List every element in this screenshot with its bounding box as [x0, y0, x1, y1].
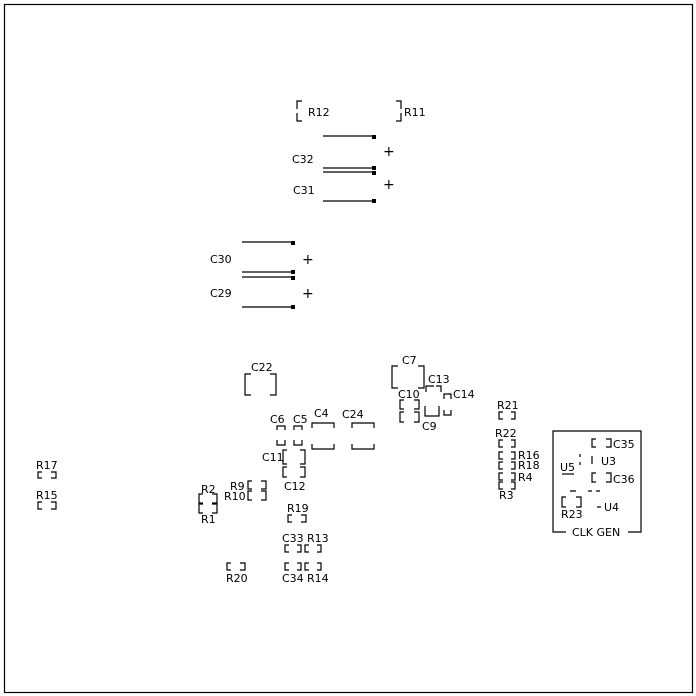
plus-c31: +	[383, 177, 395, 193]
capacitor-c22: C22	[244, 361, 277, 396]
resistor-r20: R20	[226, 562, 248, 585]
label-r19: R19	[287, 502, 309, 515]
capacitor-c34: C34	[282, 562, 304, 585]
resistor-r9: R9	[230, 480, 267, 493]
ic-u3: U3	[579, 454, 616, 468]
label-r1: R1	[201, 513, 216, 526]
capacitor-c10: C10	[398, 388, 420, 410]
label-c33: C33	[282, 532, 304, 545]
label-r22: R22	[495, 427, 517, 440]
label-r10: R10	[224, 490, 246, 503]
capacitor-c33: C33	[282, 532, 304, 553]
label-r14: R14	[307, 572, 329, 585]
ic-u4: U4	[570, 490, 619, 514]
capacitor-c7: C7	[391, 354, 425, 389]
label-c31: C31	[293, 184, 315, 197]
label-c11: C11	[262, 451, 284, 464]
label-r4: R4	[518, 471, 533, 484]
capacitor-c36: C36	[591, 472, 635, 486]
capacitor-c30: C30 +	[210, 241, 314, 274]
capacitor-c24: C24	[342, 408, 375, 450]
label-c30: C30	[210, 253, 232, 266]
label-r3: R3	[499, 489, 514, 502]
label-c5: C5	[293, 413, 308, 426]
label-c9: C9	[422, 420, 437, 433]
capacitor-c13: C13	[425, 373, 450, 392]
capacitor-c12: C12	[282, 466, 306, 493]
board-outline	[3, 3, 694, 694]
capacitor-c35: C35	[591, 438, 635, 451]
label-c7: C7	[402, 354, 417, 367]
resistor-r1: R1	[198, 503, 218, 526]
capacitor-c9: C9	[399, 406, 440, 433]
label-r12: R12	[308, 106, 330, 119]
label-c6: C6	[270, 413, 285, 426]
label-r13: R13	[307, 532, 329, 545]
resistor-r22: R22	[495, 427, 517, 448]
label-c22: C22	[251, 361, 273, 374]
capacitor-c5: C5	[293, 413, 308, 446]
label-r9: R9	[230, 480, 245, 493]
resistor-r21: R21	[497, 399, 519, 420]
label-r16: R16	[518, 449, 540, 462]
label-r20: R20	[226, 572, 248, 585]
label-c12: C12	[284, 480, 306, 493]
label-c13: C13	[428, 373, 450, 386]
label-u5: U5	[560, 461, 575, 474]
label-c14: C14	[453, 388, 475, 401]
resistor-r3: R3	[498, 481, 516, 502]
resistor-r14: R14	[304, 562, 329, 585]
capacitor-c31: C31 +	[293, 171, 395, 203]
resistor-r4: R4	[498, 471, 533, 484]
label-r21: R21	[497, 399, 519, 412]
label-r18: R18	[518, 459, 540, 472]
label-c32: C32	[292, 153, 314, 166]
clk-gen-block: CLK GEN C35 U3 U5 C36 U4 R23	[552, 430, 642, 539]
plus-c30: +	[302, 252, 314, 268]
resistor-r11: R11	[396, 100, 426, 122]
label-c10: C10	[398, 388, 420, 401]
capacitor-c4: C4	[311, 407, 335, 450]
label-c4: C4	[314, 407, 329, 420]
plus-c29: +	[302, 286, 314, 302]
capacitor-c6: C6	[270, 413, 286, 446]
label-r15: R15	[36, 489, 58, 502]
resistor-r2: R2	[198, 483, 218, 504]
resistor-r10: R10	[224, 490, 267, 503]
resistor-r17: R17	[36, 459, 58, 479]
clk-gen-label: CLK GEN	[572, 526, 620, 539]
label-c34: C34	[282, 572, 304, 585]
capacitor-c11: C11	[262, 449, 306, 465]
label-c35: C35	[613, 438, 635, 451]
resistor-r18: R18	[498, 459, 540, 472]
label-c36: C36	[613, 473, 635, 486]
capacitor-c32: C32 +	[292, 135, 395, 170]
capacitor-c14: C14	[443, 388, 475, 416]
label-r23: R23	[561, 508, 583, 521]
resistor-r15: R15	[36, 489, 58, 510]
label-r17: R17	[36, 459, 58, 472]
label-c29: C29	[210, 287, 232, 300]
label-u3: U3	[601, 455, 616, 468]
plus-c32: +	[383, 144, 395, 160]
resistor-r12: R12	[296, 100, 330, 122]
resistor-r13: R13	[304, 532, 329, 553]
resistor-r19: R19	[287, 502, 309, 523]
label-c24: C24	[342, 408, 364, 421]
label-u4: U4	[604, 501, 619, 514]
resistor-r16: R16	[498, 449, 540, 462]
ic-u5: U5	[560, 461, 575, 475]
label-r11: R11	[404, 106, 426, 119]
capacitor-c29: C29 +	[210, 276, 314, 309]
resistor-r23: R23	[561, 496, 583, 521]
label-r2: R2	[201, 483, 216, 496]
